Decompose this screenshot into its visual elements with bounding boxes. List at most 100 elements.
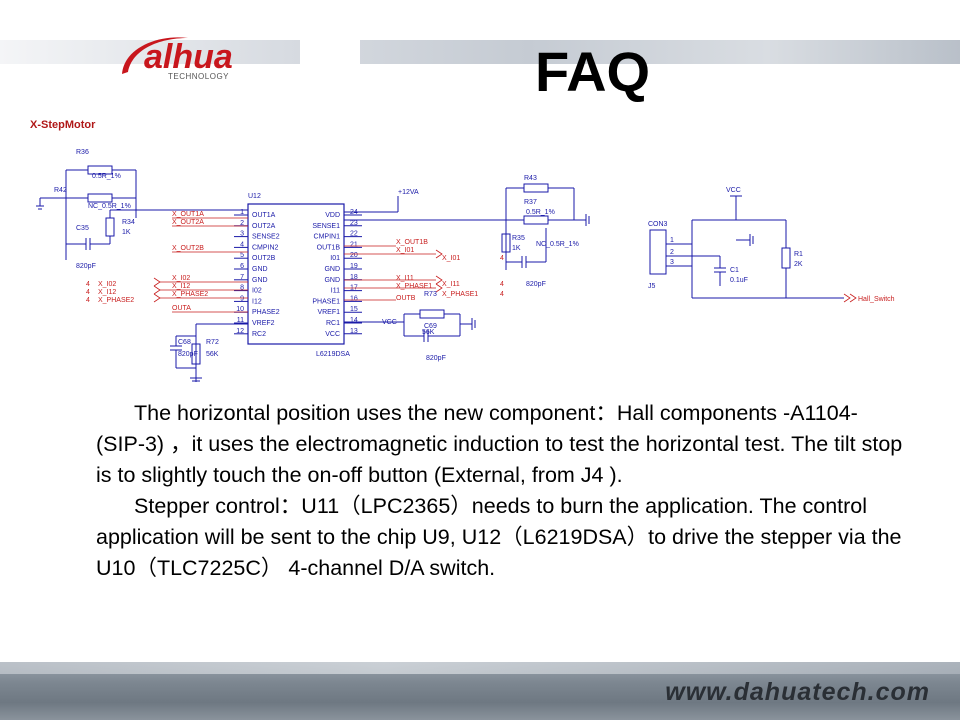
r72-label: R72 [206,339,219,346]
pin-right-label: CMPIN1 [314,234,341,241]
pin-left-number: 8 [240,285,244,292]
chip-u12 [247,203,345,345]
pin-left-label: VREF2 [252,320,275,327]
body-text: The horizontal position uses the new com… [96,398,906,584]
net-left-x-i02: X_I02 [98,281,116,288]
hall-net-label: Hall_Switch [858,296,895,303]
r36-label: R36 [76,149,89,156]
c68-value: 820pF [178,351,198,358]
pin-left-number: 1 [240,209,244,216]
footer-band: www.dahuatech.com [0,662,960,720]
logo-text: alhua [144,38,233,76]
pin-left-label: OUT1A [252,212,276,219]
paragraph-stepper-text: Stepper control：U11（LPC2365）needs to bur… [96,494,902,580]
hall-con-label: CON3 [648,221,668,228]
pin-right-label: GND [324,277,340,284]
pin-left-label: RC2 [252,331,266,338]
net-outb: OUTB [396,295,416,302]
pin-left-label: SENSE2 [252,234,280,241]
footer-url: www.dahuatech.com [665,678,930,706]
r73-label: R73 [424,291,437,298]
pin-left-number: 3 [240,231,244,238]
pin-right-number: 19 [350,263,358,270]
left-network [36,165,248,260]
c69-value: 820pF [426,355,446,362]
r37-label: R37 [524,199,537,206]
hall-pin-2: 2 [670,249,674,256]
header-band [0,40,960,64]
pin-right-number: 14 [350,317,358,324]
c1-value: 0.1uF [730,277,748,284]
pin-right-label: RC1 [326,320,340,327]
left-net-labels: X_OUT1A X_OUT2A X_OUT2B X_I02 X_I12 X_PH… [86,211,208,312]
net-right-x-i01: X_I01 [442,255,460,262]
right-net-arrows [344,245,443,301]
net-x-phase1: X_PHASE1 [396,283,432,290]
net-x-out2b: X_OUT2B [172,245,204,252]
pin-left-label: CMPIN2 [252,244,279,251]
hall-net-arrow [843,293,857,303]
c35-label: C35 [76,225,89,232]
c69-label: C69 [424,323,437,330]
right-net-num-2: 4 [500,281,504,288]
r73-value: 56K [422,329,435,336]
r35-value: 1K [512,245,521,252]
pin-left-number: 6 [240,263,244,270]
paragraph-stepper: Stepper control：U11（LPC2365）needs to bur… [96,491,906,584]
pin-right-number: 20 [350,252,358,259]
r42-label: R42 [54,187,67,194]
pin-right-label: OUT1B [317,244,341,251]
pin-left-number: 12 [236,328,244,335]
rc2-labels: C68 820pF R72 56K [178,339,219,358]
pin-left-number: 5 [240,252,244,259]
logo-swoosh [122,37,188,74]
net-num-3: 4 [86,297,90,304]
net-outa: OUTA [172,305,191,312]
r1-value: 2K [794,261,803,268]
pin-left-label: OUT2A [252,223,276,230]
page-title: FAQ [535,40,651,103]
net-x-out1a: X_OUT1A [172,211,204,218]
pin-right-label: I01 [330,255,340,262]
pin-right-number: 22 [350,231,358,238]
hall-network [649,195,844,299]
pin-left-number: 2 [240,220,244,227]
schematic-diagram: X-StepMotor R36 0.5R_1% R42 NC_0.5R_1% R… [30,119,895,382]
pin-left-number: 10 [236,306,244,313]
right-net-labels: X_OUT1B X_I01 X_I11 X_PHASE1 OUTB X_I01 … [396,239,504,302]
net-num-1: 4 [86,281,90,288]
pin-left-label: I02 [252,288,262,295]
r42-value: NC_0.5R_1% [88,203,131,210]
right-net-num-3: 4 [500,291,504,298]
r72-value: 56K [206,351,219,358]
pin-right-label: I11 [331,288,340,295]
r34-value: 1K [122,229,131,236]
net-left-x-phase2: X_PHASE2 [98,297,134,304]
c35-value: 820pF [76,263,96,270]
right-component-labels: R43 R37 0.5R_1% R35 1K NC_0.5R_1% 820pF … [422,175,579,362]
pin-left-label: OUT2B [252,255,276,262]
right-network [344,183,590,342]
net-x-i02: X_I02 [172,275,190,282]
hall-pin-3: 3 [670,259,674,266]
c68-label: C68 [178,339,191,346]
pin-right-number: 21 [350,241,358,248]
net-right-x-phase1: X_PHASE1 [442,291,478,298]
supply-label: +12VA [398,189,419,196]
pin-right-number: 18 [350,274,358,281]
pin-left-number: 11 [237,317,244,324]
net-x-out2a: X_OUT2A [172,219,204,226]
net-x-i01: X_I01 [396,247,414,254]
net-right-x-i11: X_I11 [442,281,460,288]
pin-right-label: VREF1 [317,309,340,316]
pin-left-number: 7 [240,274,244,281]
pin-left-number: 4 [240,241,244,248]
net-x-i11: X_I11 [396,275,414,282]
r36-value: 0.5R_1% [92,173,121,180]
pin-right-label: GND [324,266,340,273]
r37-value: 0.5R_1% [526,209,555,216]
net-x-phase2: X_PHASE2 [172,291,208,298]
hall-j-label: J5 [648,283,656,290]
pin-right-number: 23 [350,220,358,227]
